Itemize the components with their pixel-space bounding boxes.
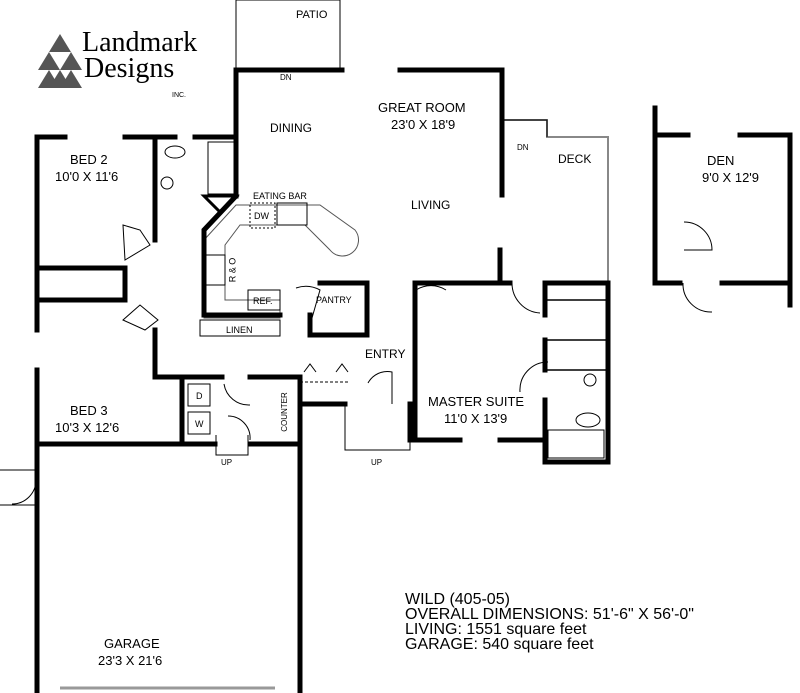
- room-bed3: BED 3: [70, 403, 108, 418]
- room-den: DEN: [707, 153, 735, 168]
- room-bed3-dim: 10'3 X 12'6: [55, 420, 120, 435]
- counter-label: COUNTER: [279, 392, 289, 432]
- dryer-label: D: [196, 391, 203, 401]
- refrigerator-label: REF.: [253, 296, 273, 306]
- dishwasher: [249, 202, 276, 229]
- linen-label: LINEN: [226, 325, 253, 335]
- sink: [276, 202, 308, 226]
- logo-line2: Designs: [84, 53, 175, 84]
- room-great-room-dim: 23'0 X 18'9: [391, 117, 456, 132]
- sink-master: [583, 373, 597, 387]
- room-patio: PATIO: [296, 9, 328, 21]
- logo-inc: INC.: [172, 92, 186, 99]
- bathtub-master: [547, 429, 605, 459]
- logo-line1: Landmark: [82, 27, 198, 58]
- dishwasher-label: DW: [254, 211, 269, 221]
- stairs-down-patio: DN: [280, 73, 292, 82]
- logo-triangles: [38, 34, 82, 88]
- kitchen-counter: [203, 204, 359, 319]
- room-master-dim: 11'0 X 13'9: [444, 411, 508, 426]
- refrigerator: [247, 289, 281, 311]
- linen-closet: [199, 319, 281, 337]
- room-bed2: BED 2: [70, 152, 108, 167]
- living-area: LIVING: 1551 square feet: [405, 621, 587, 638]
- eating-bar-label: EATING BAR: [253, 191, 307, 201]
- washer: [187, 411, 211, 435]
- room-pantry: PANTRY: [316, 295, 352, 305]
- sink-hall: [160, 176, 174, 190]
- dryer: [187, 383, 211, 407]
- room-bed2-dim: 10'0 X 11'6: [55, 169, 119, 184]
- overall-dimensions: OVERALL DIMENSIONS: 51'-6" X 56'-0": [405, 606, 694, 623]
- toilet-master: [575, 412, 601, 428]
- room-living: LIVING: [411, 198, 451, 212]
- range-label: R & O: [227, 257, 238, 283]
- room-great-room: GREAT ROOM: [378, 100, 466, 115]
- room-garage-dim: 23'3 X 21'6: [98, 653, 163, 668]
- stairs-up-garage: UP: [221, 458, 233, 467]
- bathtub-hall: [207, 141, 235, 195]
- garage-area: GARAGE: 540 square feet: [405, 636, 594, 653]
- walls: [34, 67, 793, 693]
- room-master: MASTER SUITE: [428, 394, 525, 409]
- stairs-down-deck: DN: [517, 143, 529, 152]
- toilet-hall: [164, 145, 186, 159]
- stairs-up-entry: UP: [371, 458, 383, 467]
- room-den-dim: 9'0 X 12'9: [702, 170, 760, 185]
- room-deck: DECK: [558, 152, 592, 166]
- room-dining: DINING: [270, 121, 312, 135]
- washer-label: W: [195, 419, 204, 429]
- plan-name: WILD (405-05): [405, 591, 510, 608]
- logo: Landmark Designs: [82, 27, 198, 84]
- plan-info: WILD (405-05) OVERALL DIMENSIONS: 51'-6"…: [405, 591, 694, 653]
- room-garage: GARAGE: [104, 636, 160, 651]
- patio-outline: [235, 0, 341, 70]
- room-entry: ENTRY: [365, 347, 406, 361]
